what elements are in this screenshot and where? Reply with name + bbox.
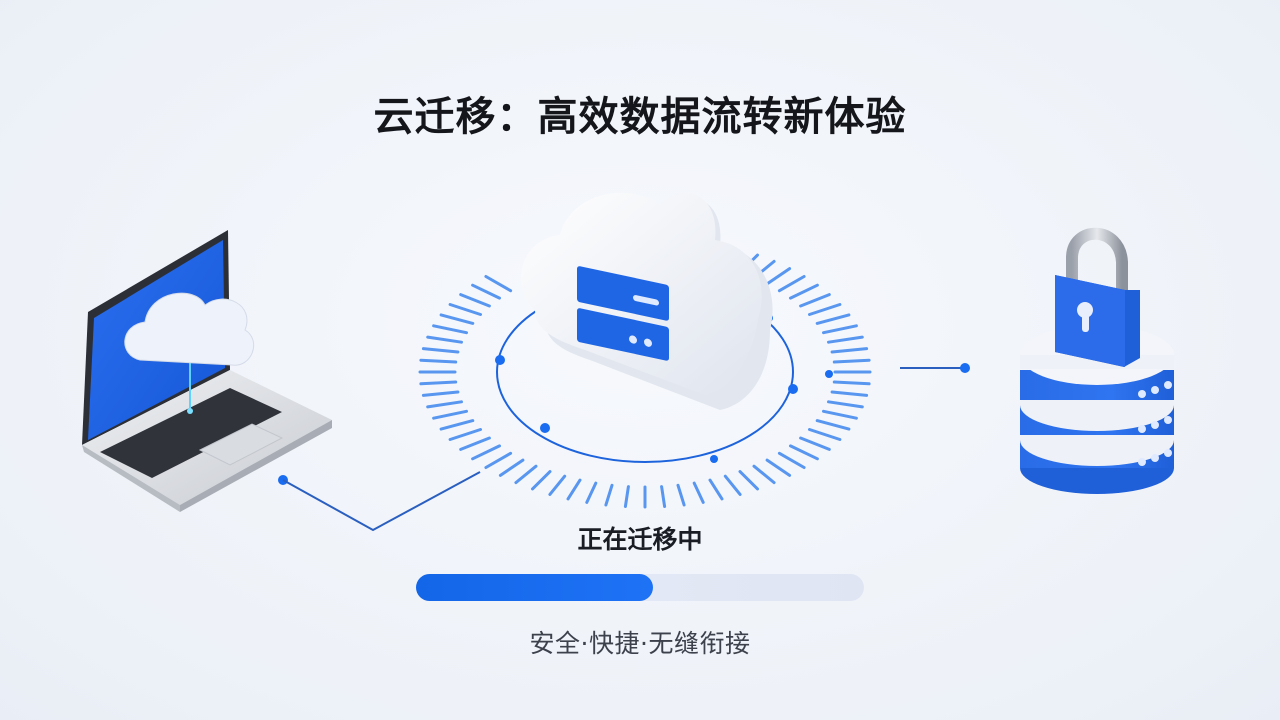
tick-ring [418,253,872,509]
connector-right [900,363,970,373]
laptop-with-cloud-icon [82,230,332,512]
cloud-server-icon [520,192,773,410]
migration-status-label: 正在迁移中 [577,525,703,554]
connector-left [278,471,481,532]
tagline: 安全·快捷·无缝衔接 [529,629,751,658]
page-title: 云迁移：高效数据流转新体验 [373,94,907,140]
migration-progress-bar [416,574,864,601]
locked-database-icon [1020,227,1174,494]
migration-progress-fill [416,574,654,601]
